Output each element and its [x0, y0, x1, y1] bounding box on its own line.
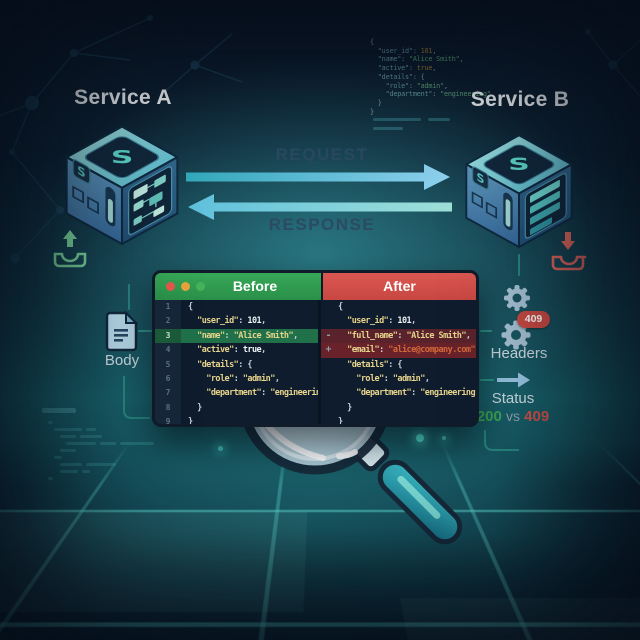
- connector-line: [480, 379, 494, 381]
- connector-line: [518, 254, 520, 276]
- circuit-trace-right: [484, 430, 519, 451]
- status-vs: vs: [506, 408, 520, 424]
- window-minimize-dot: [181, 282, 190, 291]
- request-label: REQUEST: [275, 145, 369, 164]
- gears-icon: [501, 285, 531, 350]
- diff-row: 4 "active": true,+ "email": "alice@compa…: [155, 343, 476, 358]
- window-close-dot: [166, 282, 175, 291]
- status-values: 200 vs 409: [468, 408, 558, 425]
- diff-panel: Before After 1{{2 "user_id": 101, "user_…: [152, 270, 479, 427]
- diff-row: 3 "name": "Alice Smith",- "full_name": "…: [155, 328, 476, 344]
- cube-s-logo: S: [508, 155, 530, 174]
- status-200: 200: [476, 408, 502, 425]
- code-line: }: [370, 98, 382, 107]
- status-arrow-icon: [497, 372, 530, 388]
- network-decoration-left: [0, 15, 243, 263]
- headers-label: Headers: [490, 345, 548, 362]
- grid-floor: [0, 443, 640, 640]
- diff-row: 6 "role": "admin", "role": "admin",: [155, 371, 476, 387]
- code-line: "role": "admin",: [370, 81, 449, 90]
- diff-row: 8 } }: [155, 400, 476, 416]
- service-b-cube-icon: S S: [465, 134, 573, 248]
- code-line: "details": {: [370, 72, 425, 81]
- svg-text:S: S: [77, 162, 85, 181]
- glow-dot: [416, 434, 424, 442]
- faint-code-decoration: [40, 408, 160, 486]
- response-arrow: [188, 194, 452, 220]
- status-label: Status: [491, 390, 535, 407]
- cube-s-logo: S: [111, 147, 134, 168]
- diff-row: 5 "details": { "details": {: [155, 357, 476, 372]
- code-line: }: [370, 107, 374, 116]
- before-header: Before: [155, 273, 321, 300]
- network-decoration-right: [585, 29, 640, 97]
- connector-line: [480, 330, 492, 332]
- code-dash-decoration: [373, 118, 421, 121]
- response-label: RESPONSE: [268, 215, 376, 234]
- code-line: "user_id": 101,: [370, 46, 437, 55]
- connector-line: [138, 330, 152, 332]
- service-a-label: Service A: [74, 86, 172, 109]
- diff-panel-header: Before After: [155, 273, 476, 300]
- connector-line: [128, 284, 130, 310]
- request-arrow: [186, 164, 450, 190]
- after-header: After: [323, 273, 476, 300]
- status-409: 409: [524, 408, 550, 425]
- code-line: "active": true,: [370, 64, 437, 73]
- body-label: Body: [104, 352, 140, 369]
- diff-row: 2 "user_id": 101, "user_id": 101,: [155, 314, 476, 329]
- header-divider: [321, 273, 323, 300]
- body-document-icon: [105, 310, 139, 352]
- diff-row: 1{{: [155, 300, 476, 315]
- glow-dot: [218, 446, 223, 451]
- download-tray-icon: [551, 232, 587, 271]
- code-line: "name": "Alice Smith",: [370, 55, 464, 64]
- diff-row: 7 "department": "engineering" "departmen…: [155, 386, 476, 401]
- json-snippet: { "user_id": 101, "name": "Alice Smith",…: [370, 38, 496, 116]
- window-maximize-dot: [196, 282, 205, 291]
- diff-row: 9}}: [155, 415, 476, 424]
- glow-dot: [442, 436, 446, 440]
- service-b-label: Service B: [470, 88, 570, 111]
- code-line: {: [370, 38, 374, 46]
- service-a-cube-icon: S S: [65, 125, 179, 246]
- after-title: After: [383, 278, 416, 294]
- code-line: "department": "engineering": [370, 90, 491, 99]
- status-409-badge: 409: [517, 311, 550, 328]
- before-title: Before: [232, 278, 278, 294]
- code-dash-decoration: [373, 127, 403, 130]
- circuit-trace-left: [123, 376, 150, 419]
- diff-code-body: 1{{2 "user_id": 101, "user_id": 101,3 "n…: [155, 300, 476, 424]
- code-dash-decoration: [428, 118, 450, 121]
- upload-tray-icon: [53, 230, 87, 268]
- svg-text:S: S: [476, 170, 484, 187]
